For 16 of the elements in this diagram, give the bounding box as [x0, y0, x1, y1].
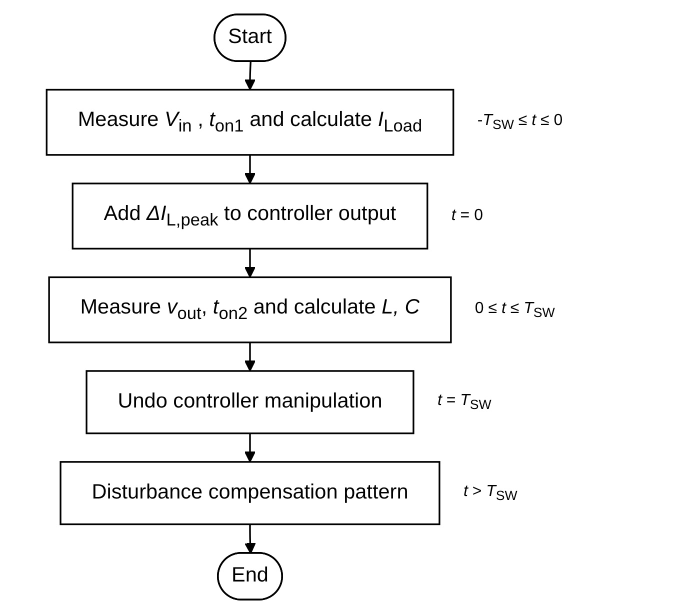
time-condition: 0 ≤ t ≤ T$_{SW}$: [474, 300, 555, 320]
arrow: [244, 62, 256, 90]
node-box: Measure V$_{in}$ , t$_{on1}$ and calculate I$_{Load}$: [46, 88, 454, 156]
node-box: Disturbance compensation pattern: [60, 461, 440, 526]
time-condition: t > T$_{SW}$: [463, 482, 518, 504]
node-box: Add ΔI$_{L,peak}$ to controller output: [72, 182, 428, 250]
arrow: [244, 342, 256, 372]
time-condition: t = 0: [451, 207, 483, 226]
time-condition: -T$_{SW}$ ≤ t ≤ 0: [477, 112, 563, 132]
arrow: [244, 524, 256, 554]
node-box: Measure v$_{out}$, t$_{on2}$ and calculate L, C: [48, 276, 452, 344]
time-condition: t = T$_{SW}$: [437, 392, 492, 412]
arrow: [244, 248, 256, 278]
arrow: [244, 433, 256, 462]
arrow: [244, 154, 256, 184]
node-box: Undo controller manipulation: [86, 370, 414, 434]
